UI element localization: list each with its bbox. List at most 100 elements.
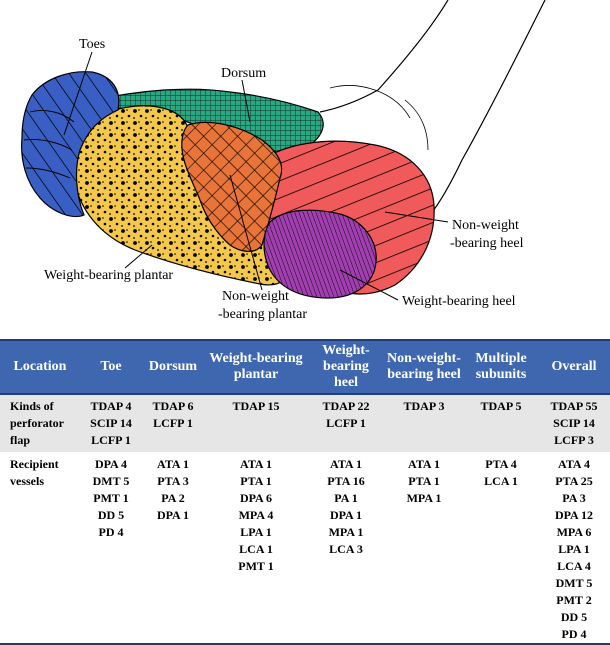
header-multiple-subunits: Multiple subunits bbox=[464, 339, 538, 395]
cell-value: TDAP 3 bbox=[403, 399, 445, 413]
table-cell: TDAP 4 SCIP 14 LCFP 1 bbox=[80, 394, 142, 452]
leg-outline bbox=[319, 0, 449, 113]
label-non-weight-plantar-line2: -bearing plantar bbox=[218, 307, 308, 322]
cell-value: MPA 4 bbox=[238, 508, 274, 522]
cell-value: DD 5 bbox=[560, 610, 588, 624]
weight-heel-leader-line bbox=[339, 269, 399, 301]
header-toe: Toe bbox=[80, 339, 142, 395]
table-cell: TDAP 5 bbox=[464, 394, 538, 452]
cell-value: TDAP 15 bbox=[232, 399, 280, 413]
header-overall: Overall bbox=[538, 339, 610, 395]
table-cell: PTA 4 LCA 1 bbox=[464, 452, 538, 645]
cell-value: LCA 3 bbox=[329, 542, 363, 556]
cell-value: PMT 1 bbox=[93, 491, 129, 505]
table-cell: TDAP 6 LCFP 1 bbox=[142, 394, 204, 452]
table-cell: ATA 1 PTA 16 PA 1 DPA 1 MPA 1 LCA 3 bbox=[308, 452, 384, 645]
cell-value: MPA 1 bbox=[328, 525, 364, 539]
cell-value: LCA 1 bbox=[239, 542, 273, 556]
toes-region bbox=[21, 71, 120, 218]
label-non-weight-heel-line1: Non-weight bbox=[452, 218, 519, 233]
cell-value: PTA 25 bbox=[555, 474, 593, 488]
cell-value: PTA 4 bbox=[485, 457, 517, 471]
cell-value: PTA 16 bbox=[327, 474, 365, 488]
toes-leader-line bbox=[63, 51, 93, 136]
header-non-weight-bearing-heel: Non-weight-bearing heel bbox=[384, 339, 464, 395]
weight-bearing-heel-region bbox=[263, 209, 377, 299]
cell-value: PD 4 bbox=[98, 525, 124, 539]
cell-value: DPA 1 bbox=[329, 508, 363, 522]
cell-value: DD 5 bbox=[97, 508, 125, 522]
dorsum-leader-line bbox=[241, 79, 251, 123]
ankle-contour bbox=[329, 85, 411, 119]
cell-value: DPA 1 bbox=[156, 508, 190, 522]
label-non-weight-heel-line2: -bearing heel bbox=[450, 236, 524, 251]
label-weight-bearing-heel: Weight-bearing heel bbox=[402, 294, 516, 309]
cell-value: SCIP 14 bbox=[90, 416, 132, 430]
cell-value: PMT 1 bbox=[238, 559, 274, 573]
table-cell: TDAP 3 bbox=[384, 394, 464, 452]
header-location: Location bbox=[0, 339, 80, 395]
cell-value: LPA 1 bbox=[240, 525, 272, 539]
recipient-vessels-row: Recipient vessels DPA 4 DMT 5 PMT 1 DD 5 PD 4… bbox=[0, 452, 610, 645]
perforator-flap-table-container: Location Toe Dorsum Weight-bearing plant… bbox=[0, 339, 610, 645]
cell-value: TDAP 5 bbox=[480, 399, 522, 413]
cell-value: ATA 4 bbox=[558, 457, 590, 471]
row-header: Recipient vessels bbox=[0, 452, 80, 645]
perforator-flap-table: Location Toe Dorsum Weight-bearing plant… bbox=[0, 339, 610, 645]
table-header-row: Location Toe Dorsum Weight-bearing plant… bbox=[0, 339, 610, 395]
header-dorsum: Dorsum bbox=[142, 339, 204, 395]
cell-value: LCFP 1 bbox=[153, 416, 193, 430]
cell-value: TDAP 55 bbox=[550, 399, 598, 413]
label-dorsum: Dorsum bbox=[221, 66, 267, 81]
toe-contour-3 bbox=[25, 167, 71, 179]
cell-value: DMT 5 bbox=[555, 576, 593, 590]
cell-value: DMT 5 bbox=[92, 474, 130, 488]
cell-value: PMT 2 bbox=[556, 593, 592, 607]
table-cell: TDAP 22 LCFP 1 bbox=[308, 394, 384, 452]
cell-value: DPA 12 bbox=[554, 508, 594, 522]
cell-value: PA 2 bbox=[161, 491, 185, 505]
ankle-contour-2 bbox=[404, 99, 429, 151]
header-weight-bearing-heel: Weight-bearing heel bbox=[308, 339, 384, 395]
cell-value: TDAP 22 bbox=[322, 399, 370, 413]
row-header: Kinds of perforator flap bbox=[0, 394, 80, 452]
cell-value: LCA 1 bbox=[484, 474, 518, 488]
non-weight-heel-leader-line bbox=[384, 211, 449, 223]
cell-value: LCFP 1 bbox=[326, 416, 366, 430]
cell-value: PA 1 bbox=[334, 491, 358, 505]
cell-value: ATA 1 bbox=[330, 457, 362, 471]
cell-value: MPA 1 bbox=[406, 491, 442, 505]
cell-value: LCFP 3 bbox=[554, 433, 594, 447]
leg-outline-back bbox=[429, 0, 546, 216]
cell-value: ATA 1 bbox=[408, 457, 440, 471]
cell-value: LCA 4 bbox=[557, 559, 591, 573]
label-non-weight-plantar-line1: Non-weight bbox=[222, 289, 289, 304]
table-cell: TDAP 15 bbox=[204, 394, 308, 452]
table-cell: TDAP 55 SCIP 14 LCFP 3 bbox=[538, 394, 610, 452]
cell-value: LCFP 1 bbox=[91, 433, 131, 447]
cell-value: PTA 1 bbox=[408, 474, 440, 488]
label-toes: Toes bbox=[79, 37, 106, 52]
weight-plantar-leader-line bbox=[124, 244, 153, 269]
toe-contour-2 bbox=[23, 139, 73, 151]
non-weight-plantar-leader-line bbox=[229, 174, 263, 291]
cell-value: LPA 1 bbox=[558, 542, 590, 556]
cell-value: PTA 3 bbox=[157, 474, 189, 488]
cell-value: PTA 1 bbox=[240, 474, 272, 488]
cell-value: SCIP 14 bbox=[553, 416, 595, 430]
cell-value: DPA 6 bbox=[239, 491, 273, 505]
cell-value: TDAP 4 bbox=[90, 399, 132, 413]
cell-value: TDAP 6 bbox=[152, 399, 194, 413]
table-cell: ATA 1 PTA 1 DPA 6 MPA 4 LPA 1 LCA 1 PMT 1 bbox=[204, 452, 308, 645]
cell-value: PD 4 bbox=[561, 627, 587, 641]
foot-subunit-illustration bbox=[21, 0, 546, 301]
table-body: Kinds of perforator flap TDAP 4 SCIP 14 LCF… bbox=[0, 394, 610, 645]
non-weight-bearing-plantar-region bbox=[181, 121, 283, 252]
cell-value: MPA 6 bbox=[556, 525, 592, 539]
header-weight-bearing-plantar: Weight-bearing plantar bbox=[204, 339, 308, 395]
cell-value: DPA 4 bbox=[94, 457, 128, 471]
table-cell: ATA 4 PTA 25 PA 3 DPA 12 MPA 6 LPA 1 LCA 4 DMT … bbox=[538, 452, 610, 645]
cell-value: ATA 1 bbox=[240, 457, 272, 471]
cell-value: PA 3 bbox=[562, 491, 586, 505]
